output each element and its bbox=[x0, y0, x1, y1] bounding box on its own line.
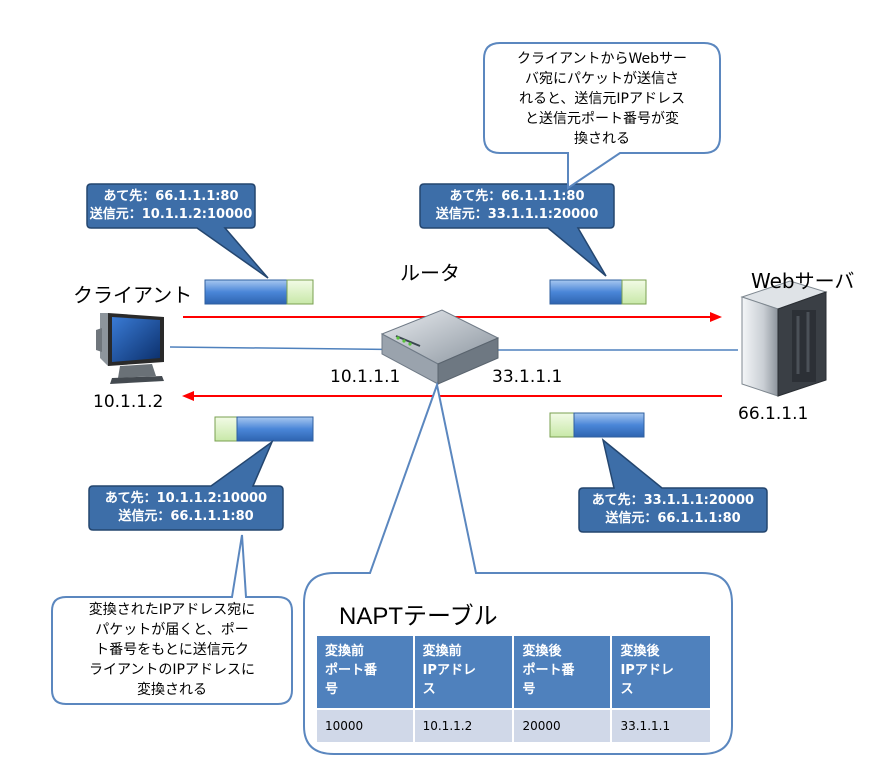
note-line: れると、送信元IPアドレス bbox=[518, 91, 685, 107]
callout-client-out: あて先：66.1.1.1:80 送信元：10.1.1.2:10000 bbox=[87, 188, 255, 224]
note-line: 換される bbox=[574, 131, 630, 147]
header-line: 号 bbox=[325, 682, 339, 697]
server-icon bbox=[740, 280, 828, 397]
router-inside-ip-label: 10.1.1.1 bbox=[330, 367, 401, 387]
column-header: 変換前ポート番号 bbox=[317, 636, 414, 709]
callout-client-out-shape bbox=[86, 183, 269, 279]
column-header: 変換前 IPアドレス bbox=[412, 636, 514, 709]
client-label: クライアント bbox=[73, 283, 193, 307]
outbound-arrowhead bbox=[710, 312, 722, 322]
note-bottom-left: 変換されたIPアドレス宛に パケットが届くと、ポー ト番号をもとに送信元ク ライ… bbox=[54, 600, 290, 700]
column-header: 変換後ポート番号 bbox=[512, 636, 612, 709]
note-line: ライアントのIPアドレスに bbox=[88, 662, 255, 678]
table-cell: 10.1.1.2 bbox=[412, 708, 514, 742]
callout-server-back-shape bbox=[578, 438, 768, 533]
note-line: パケットが届くと、ポー bbox=[95, 622, 249, 638]
header-line: IPアドレ bbox=[422, 663, 476, 678]
column-header: 変換後 IPアドレス bbox=[610, 636, 710, 709]
server-ip-label: 66.1.1.1 bbox=[738, 404, 809, 424]
note-line: 変換されたIPアドレス宛に bbox=[88, 602, 256, 618]
note-bottom-left-shape bbox=[51, 534, 293, 705]
header-line: 号 bbox=[522, 682, 536, 697]
callout-destination: あて先：33.1.1.1:20000 bbox=[591, 493, 755, 508]
note-line: バ宛にパケットが送信さ bbox=[525, 71, 679, 87]
client-computer-icon bbox=[96, 313, 164, 384]
header-line: IPアドレ bbox=[620, 663, 674, 678]
client-ip-label: 10.1.1.2 bbox=[93, 392, 164, 412]
header-line: ポート番 bbox=[325, 663, 378, 678]
router-icon bbox=[380, 309, 500, 385]
callout-destination: あて先：66.1.1.1:80 bbox=[103, 189, 239, 204]
note-line: と送信元ポート番号が変 bbox=[525, 111, 679, 127]
note-top: クライアントからWebサー バ宛にパケットが送信さ れると、送信元IPアドレス … bbox=[486, 49, 718, 149]
header-line: 変換後 bbox=[522, 644, 562, 659]
napt-table: 変換前ポート番号 変換前 IPアドレス 変換後ポート番号 変換後 IPアドレス 10… bbox=[317, 636, 710, 742]
header-line: ス bbox=[620, 682, 634, 697]
header-line: 変換前 bbox=[422, 644, 462, 659]
note-top-shape bbox=[483, 42, 721, 190]
callout-source: 送信元：33.1.1.1:20000 bbox=[435, 207, 599, 222]
table-row: 10000 10.1.1.2 20000 33.1.1.1 bbox=[317, 708, 710, 742]
table-cell: 20000 bbox=[512, 708, 612, 742]
router-label: ルータ bbox=[400, 261, 460, 285]
packet-server-back bbox=[549, 412, 645, 438]
packet-router-back bbox=[214, 416, 314, 442]
table-header-row: 変換前ポート番号 変換前 IPアドレス 変換後ポート番号 変換後 IPアドレス bbox=[317, 636, 710, 709]
callout-router-back-shape bbox=[88, 439, 284, 531]
packet-client-out bbox=[204, 279, 314, 305]
callout-destination: あて先：66.1.1.1:80 bbox=[449, 189, 585, 204]
callout-destination: あて先：10.1.1.2:10000 bbox=[104, 491, 268, 506]
header-line: ス bbox=[422, 682, 436, 697]
return-arrowhead bbox=[182, 391, 194, 401]
table-cell: 33.1.1.1 bbox=[610, 708, 710, 742]
callout-source: 送信元：10.1.1.2:10000 bbox=[89, 207, 253, 222]
header-line: ポート番 bbox=[522, 663, 575, 678]
header-line: 変換前 bbox=[325, 644, 365, 659]
packet-router-out bbox=[549, 279, 647, 305]
callout-server-back: あて先：33.1.1.1:20000 送信元：66.1.1.1:80 bbox=[579, 492, 767, 528]
router-outside-ip-label: 33.1.1.1 bbox=[492, 367, 563, 387]
callout-source: 送信元：66.1.1.1:80 bbox=[605, 511, 741, 526]
note-line: クライアントからWebサー bbox=[517, 51, 687, 67]
callout-router-out-shape bbox=[419, 183, 615, 277]
note-line: 変換される bbox=[137, 682, 207, 698]
web-server-label: Webサーバ bbox=[751, 269, 855, 293]
callout-router-back: あて先：10.1.1.2:10000 送信元：66.1.1.1:80 bbox=[89, 490, 283, 526]
note-line: ト番号をもとに送信元ク bbox=[95, 642, 249, 658]
callout-router-out: あて先：66.1.1.1:80 送信元：33.1.1.1:20000 bbox=[420, 188, 614, 224]
callout-source: 送信元：66.1.1.1:80 bbox=[118, 509, 254, 524]
header-line: 変換後 bbox=[620, 644, 660, 659]
napt-table-title: NAPTテーブル bbox=[339, 603, 498, 630]
table-cell: 10000 bbox=[317, 708, 414, 742]
